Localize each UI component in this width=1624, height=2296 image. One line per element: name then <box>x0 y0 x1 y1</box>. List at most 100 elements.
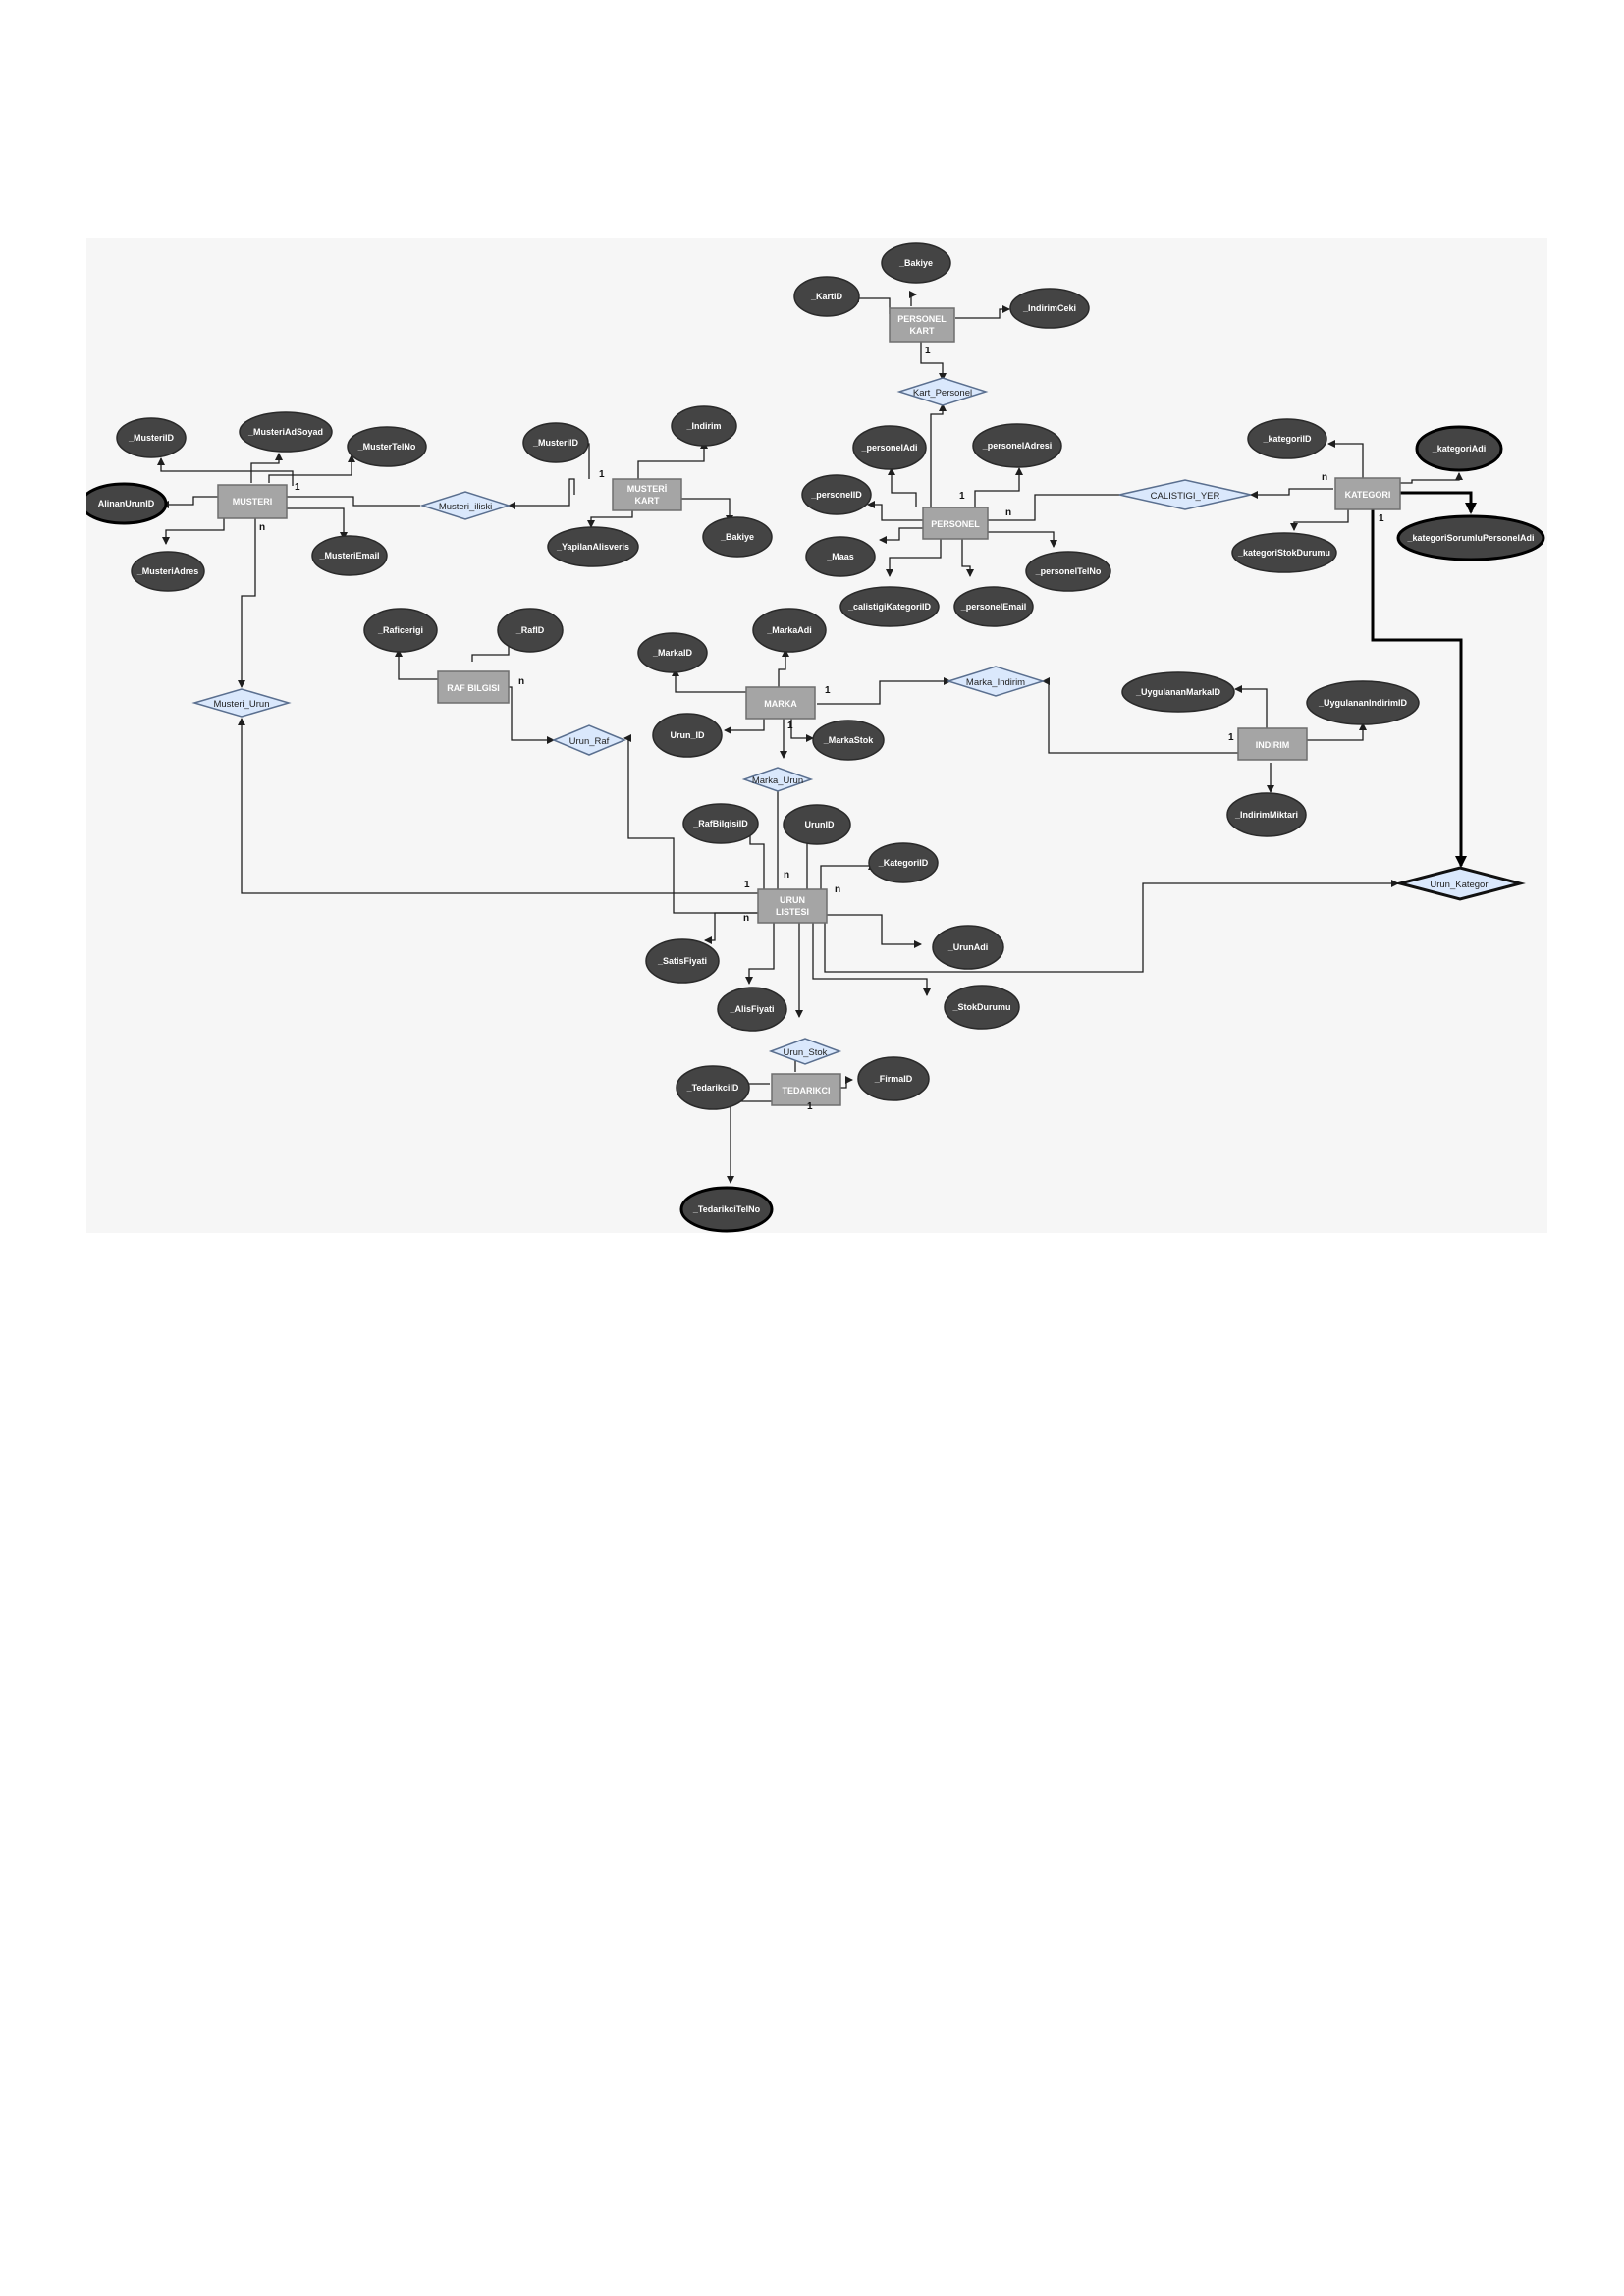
attribute-tedarikci-id[interactable]: _TedarikciID <box>676 1065 750 1110</box>
attribute-pk-bakiye[interactable]: _Bakiye <box>881 242 951 284</box>
attribute-label: _UygulananIndirimID <box>1318 698 1408 708</box>
entity-personel[interactable]: PERSONEL <box>922 507 989 540</box>
attribute-kategori-sorumlu[interactable]: _kategoriSorumluPersonelAdi <box>1396 514 1545 561</box>
attribute-personel-maas[interactable]: _Maas <box>805 536 876 577</box>
attribute-personel-id[interactable]: _personelID <box>801 474 872 515</box>
edge-musterikart-yapilan <box>587 508 633 528</box>
attribute-personel-email[interactable]: _personelEmail <box>953 586 1034 627</box>
attribute-label: _MusteriAdres <box>136 566 199 576</box>
attribute-raf-id[interactable]: _RafID <box>497 608 564 653</box>
attribute-musteri-adsoyad[interactable]: _MusteriAdSoyad <box>239 411 333 453</box>
edge-urun-stok <box>812 923 931 996</box>
attribute-kategori-adi[interactable]: _kategoriAdi <box>1415 425 1503 472</box>
attribute-label: _kategoriID <box>1262 434 1312 444</box>
entity-marka[interactable]: MARKA <box>745 686 816 720</box>
edge-personelkart-bakiye <box>909 291 917 306</box>
attribute-musterikart-indirim[interactable]: _Indirim <box>671 405 737 447</box>
entity-musteri[interactable]: MUSTERI <box>217 484 288 519</box>
attribute-label: Urun_ID <box>670 730 705 740</box>
cardinality-label: 1 <box>959 491 965 502</box>
edge-musterikart-bakiye <box>679 498 733 523</box>
entity-personel-kart[interactable]: PERSONEL KART <box>889 307 955 343</box>
attribute-label: _MusteriEmail <box>318 551 379 561</box>
attribute-marka-adi[interactable]: _MarkaAdi <box>752 608 827 653</box>
attribute-musteri-alinanurunid[interactable]: _AlinanUrunID <box>80 482 168 525</box>
cardinality-label: 1 <box>1228 732 1234 743</box>
relationship-urun-raf[interactable]: Urun_Raf <box>552 724 626 756</box>
entity-raf-bilgisi[interactable]: RAF BILGISI <box>437 670 510 704</box>
attribute-pk-kartid[interactable]: _KartID <box>793 276 860 317</box>
edge-personelkart-kartpersonel <box>920 341 947 381</box>
attribute-personel-telno[interactable]: _personelTelNo <box>1025 551 1111 592</box>
attribute-urun-alisfiyati[interactable]: _AlisFiyati <box>717 987 787 1032</box>
entity-urun-listesi[interactable]: URUN LISTESI <box>757 888 828 924</box>
attribute-musterikart-yapilan[interactable]: _YapilanAlisveris <box>547 526 639 567</box>
edge-tedarikci-telno <box>727 1100 774 1184</box>
relationship-urun-stok[interactable]: Urun_Stok <box>768 1038 842 1065</box>
relationship-kart-personel[interactable]: Kart_Personel <box>896 377 989 406</box>
relationship-marka-urun[interactable]: Marka_Urun <box>741 767 814 792</box>
attribute-tedarikci-firmaid[interactable]: _FirmaID <box>857 1056 930 1101</box>
attribute-indirim-indirimid[interactable]: _UygulananIndirimID <box>1306 680 1420 725</box>
relationship-calistigi-yer[interactable]: CALISTIGI_YER <box>1118 479 1252 510</box>
relationship-label: CALISTIGI_YER <box>1151 491 1220 502</box>
attribute-personel-adi[interactable]: _personelAdi <box>852 425 927 470</box>
edge-musteriiliski-musterikart <box>508 478 575 509</box>
attribute-label: _SatisFiyati <box>657 956 707 966</box>
entity-tedarikci[interactable]: TEDARIKCI <box>771 1073 841 1106</box>
attribute-indirim-markaid[interactable]: _UygulananMarkaID <box>1121 671 1235 713</box>
edge-indirim-indirimid <box>1307 722 1367 741</box>
edge-marka-id <box>672 668 754 693</box>
attribute-raf-icerigi[interactable]: _Raficerigi <box>363 608 438 653</box>
cardinality-label: n <box>259 522 265 533</box>
attribute-musteri-adres[interactable]: _MusteriAdres <box>131 551 205 592</box>
entity-label: TEDARIKCI <box>783 1086 831 1095</box>
attribute-musterikart-bakiye[interactable]: _Bakiye <box>702 516 773 558</box>
attribute-kategori-id[interactable]: _kategoriID <box>1247 418 1327 459</box>
relationship-marka-indirim[interactable]: Marka_Indirim <box>946 666 1046 697</box>
attribute-indirim-miktar[interactable]: _IndirimMiktari <box>1226 792 1307 837</box>
edge-personel-telno <box>988 531 1057 548</box>
relationship-musteri-urun[interactable]: Musteri_Urun <box>191 688 292 718</box>
edge-kategori-id <box>1327 440 1364 479</box>
entity-label: MUSTERİ <box>627 484 668 494</box>
attribute-urun-rafbilgisiid[interactable]: _RafBilgisiID <box>682 803 759 844</box>
attribute-urun-adi[interactable]: _UrunAdi <box>932 925 1004 970</box>
edge-musteri-musteriiliski <box>287 496 420 507</box>
attribute-urun-stokdurumu[interactable]: _StokDurumu <box>944 985 1020 1030</box>
attribute-marka-id[interactable]: _MarkaID <box>637 632 708 673</box>
edge-kategori-urunkategori <box>1371 508 1467 868</box>
cardinality-label: 1 <box>807 1101 813 1112</box>
attribute-urun-urunid[interactable]: _UrunID <box>783 804 851 845</box>
edge-personelkart-indirimceki <box>955 305 1010 319</box>
relationship-label: Marka_Urun <box>752 775 803 786</box>
entity-indirim[interactable]: INDIRIM <box>1237 727 1308 761</box>
attribute-personel-adresi[interactable]: _personelAdresi <box>972 423 1062 468</box>
attribute-marka-urunid[interactable]: Urun_ID <box>652 713 723 758</box>
attribute-label: _IndirimCeki <box>1022 303 1076 313</box>
attribute-musteri-id[interactable]: _MusteriID <box>116 417 187 458</box>
attribute-musteri-email[interactable]: _MusteriEmail <box>311 535 388 576</box>
entity-kategori[interactable]: KATEGORI <box>1334 477 1401 510</box>
entity-musteri-kart[interactable]: MUSTERİ KART <box>612 478 682 511</box>
attribute-pk-indirimceki[interactable]: _IndirimCeki <box>1009 288 1090 329</box>
relationship-label: Urun_Raf <box>569 736 610 747</box>
attribute-kategori-stok[interactable]: _kategoriStokDurumu <box>1231 532 1337 573</box>
attribute-personel-calkat[interactable]: _calistigiKategoriID <box>839 586 940 627</box>
attribute-label: _personelID <box>810 490 862 500</box>
attribute-urun-satisfiyati[interactable]: _SatisFiyati <box>645 938 720 984</box>
attribute-musterikart-musteriid[interactable]: _MusteriID <box>522 422 589 463</box>
relationship-urun-kategori[interactable]: Urun_Kategori <box>1394 866 1526 901</box>
relationship-musteri-iliski[interactable]: Musteri_iliski <box>419 491 512 520</box>
attribute-marka-stok[interactable]: _MarkaStok <box>812 720 885 761</box>
attribute-musteri-telno[interactable]: _MusterTelNo <box>347 426 427 467</box>
edge-kategori-adi <box>1400 472 1463 484</box>
attribute-urun-kategoriid[interactable]: _KategoriID <box>868 842 939 883</box>
entity-label: MUSTERI <box>233 497 273 507</box>
attribute-label: _MusteriID <box>128 433 175 443</box>
attribute-label: _UygulananMarkaID <box>1135 687 1221 697</box>
attribute-label: _personelEmail <box>960 602 1027 612</box>
edge-marka-stok <box>790 715 814 742</box>
edge-urun-urunraf <box>623 734 760 914</box>
attribute-tedarikci-telno[interactable]: _TedarikciTelNo <box>679 1186 774 1233</box>
